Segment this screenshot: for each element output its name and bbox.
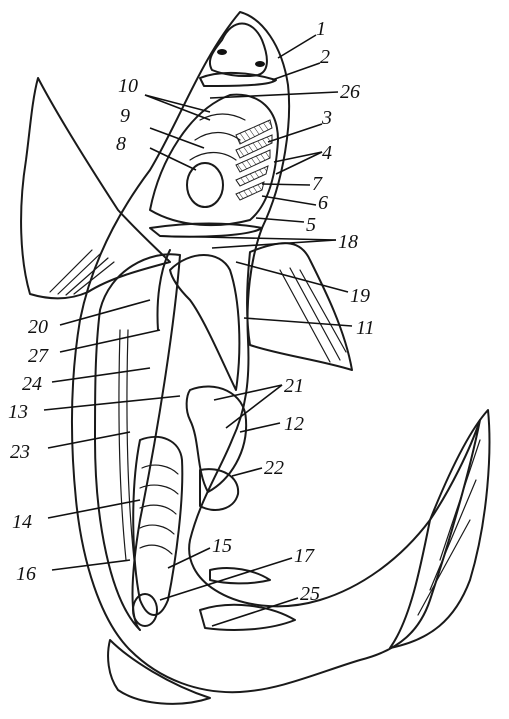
label-3: 3: [321, 107, 332, 129]
label-5: 5: [306, 214, 316, 236]
nostril-right-icon: [255, 61, 265, 67]
liver: [170, 255, 239, 390]
label-9: 9: [120, 105, 130, 127]
label-4: 4: [322, 142, 332, 164]
label-12: 12: [284, 413, 304, 435]
label-20: 20: [28, 316, 48, 338]
label-17: 17: [294, 545, 315, 567]
label-8: 8: [116, 133, 126, 155]
label-24: 24: [22, 373, 42, 395]
head: [200, 24, 276, 87]
pelvic-fin-clasper: [200, 605, 295, 630]
label-16: 16: [16, 563, 36, 585]
label-1: 1: [316, 18, 326, 40]
label-15: 15: [212, 535, 232, 557]
kidney: [119, 330, 126, 560]
label-13: 13: [8, 401, 28, 423]
caudal-fin-rays: [418, 440, 480, 615]
label-22: 22: [264, 457, 284, 479]
label-23: 23: [10, 441, 30, 463]
label-27: 27: [28, 345, 49, 367]
label-10: 10: [118, 75, 138, 97]
pectoral-fin-rays: [50, 250, 114, 295]
leader-lines: [44, 35, 352, 626]
stomach: [187, 387, 247, 492]
heart: [187, 163, 223, 207]
label-7: 7: [312, 173, 323, 195]
label-19: 19: [350, 285, 370, 307]
label-21: 21: [284, 375, 304, 397]
label-14: 14: [12, 511, 32, 533]
label-25: 25: [300, 583, 320, 605]
label-11: 11: [356, 317, 375, 339]
body-cavity: [95, 250, 246, 630]
nostril-left-icon: [217, 49, 227, 55]
label-26: 26: [340, 81, 360, 103]
label-group: 1 2 3 4 5 6 7 8 9 10 11 12 13 14 15 16 1…: [8, 18, 375, 605]
label-18: 18: [338, 231, 358, 253]
label-6: 6: [318, 192, 328, 214]
label-2: 2: [320, 46, 330, 68]
gill-region: [150, 95, 278, 225]
